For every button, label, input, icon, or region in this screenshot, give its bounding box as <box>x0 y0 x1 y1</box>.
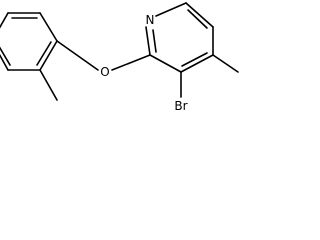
bond <box>149 54 182 73</box>
double-bond-inner <box>187 9 208 29</box>
double-bond-inner <box>0 46 11 66</box>
bond <box>39 12 58 42</box>
oxygen-label: O <box>100 65 109 79</box>
bond <box>0 53 9 71</box>
pyridine-ring <box>145 2 214 73</box>
double-bond-inner <box>181 52 208 67</box>
double-bond-inner <box>152 29 157 53</box>
methyl-bond <box>39 69 58 101</box>
bromine-label: Br <box>174 99 187 113</box>
tolyl-ring <box>0 12 58 71</box>
pyridyl-ether-bond <box>111 54 151 71</box>
bond <box>180 54 214 73</box>
bond <box>0 12 9 29</box>
nitrogen-label: N <box>146 13 155 27</box>
methyl-bond <box>212 54 239 73</box>
aryl-ether-bond <box>56 40 99 71</box>
bond <box>155 2 187 17</box>
bond <box>145 26 151 56</box>
bond <box>39 40 58 71</box>
bond <box>185 2 214 28</box>
structure-diagram: N O Br <box>0 2 239 113</box>
double-bond-inner <box>36 41 52 66</box>
